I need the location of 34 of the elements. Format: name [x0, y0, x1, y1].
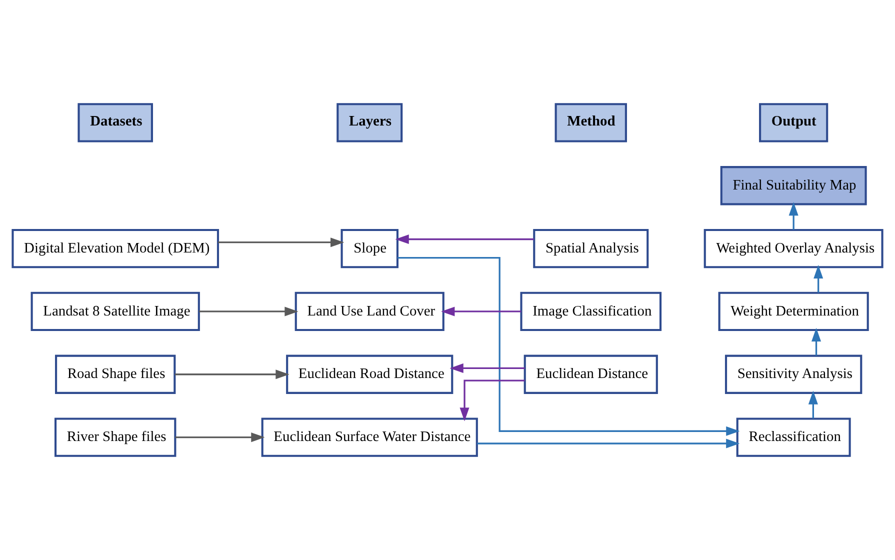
node-box: Euclidean Surface Water Distance — [261, 418, 478, 457]
node-box: Land Use Land Cover — [294, 292, 444, 332]
arrow — [450, 363, 525, 373]
arrow — [218, 238, 344, 248]
node-box: Road Shape files — [55, 354, 176, 394]
node-box: Method — [554, 103, 627, 142]
arrow — [198, 306, 298, 316]
node-box: Output — [759, 103, 828, 142]
node-box: Datasets — [78, 103, 153, 142]
arrow — [808, 390, 818, 418]
node-box: Reclassification — [736, 418, 851, 457]
arrow — [174, 370, 290, 380]
node-box: Slope — [340, 228, 398, 268]
node-box: Digital Elevation Model (DEM) — [12, 228, 220, 268]
arrow — [441, 306, 522, 316]
node-box: Image Classification — [520, 292, 662, 332]
node-box: Euclidean Road Distance — [286, 354, 454, 394]
node-box: Layers — [336, 103, 403, 142]
arrow — [398, 257, 740, 436]
node-box: Euclidean Distance — [524, 354, 658, 394]
node-box: Final Suitability Map — [720, 166, 867, 206]
node-box: Landsat 8 Satellite Image — [30, 292, 200, 332]
arrow — [477, 438, 740, 448]
node-box: River Shape files — [54, 418, 176, 457]
arrow — [814, 264, 824, 293]
node-box: Spatial Analysis — [533, 228, 649, 268]
arrow — [175, 432, 265, 442]
node-box: Weight Determination — [718, 292, 869, 332]
arrow — [460, 380, 525, 422]
arrow — [788, 202, 798, 230]
node-box: Weighted Overlay Analysis — [704, 228, 884, 268]
arrow — [812, 328, 822, 356]
node-box: Sensitivity Analysis — [724, 354, 862, 394]
arrow — [395, 234, 534, 244]
